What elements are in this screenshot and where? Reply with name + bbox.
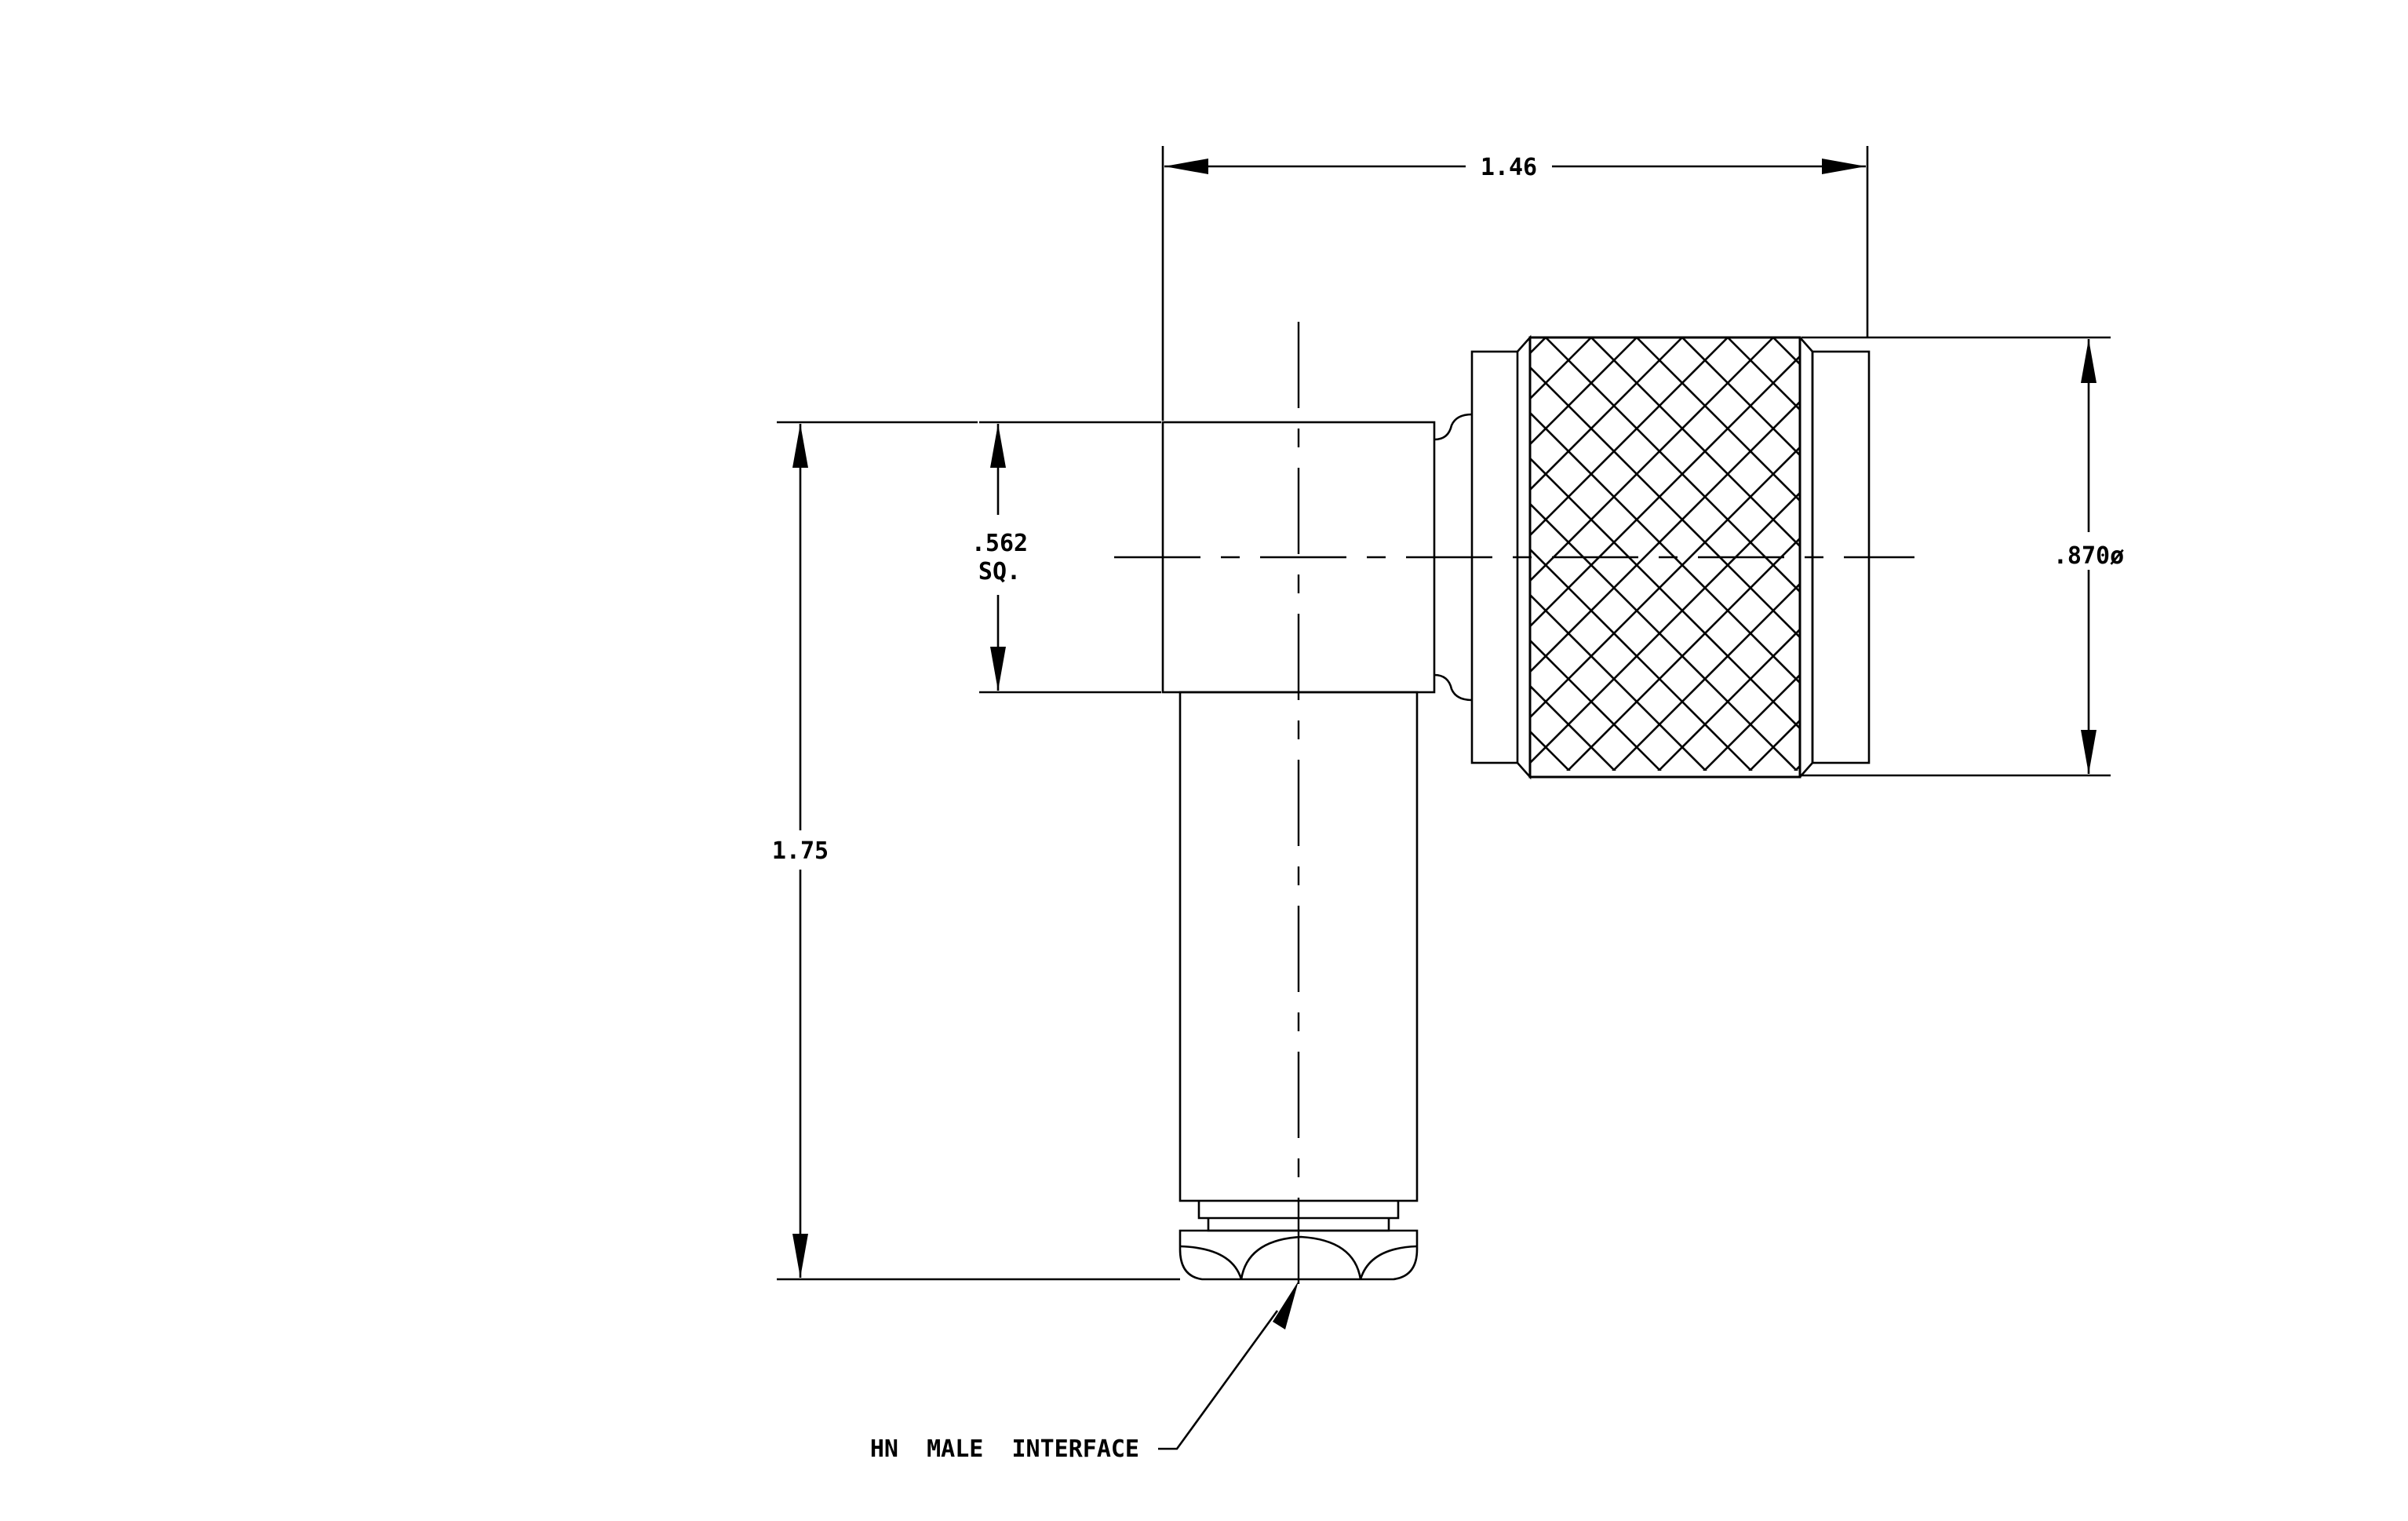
- knurl-line: [1530, 684, 1616, 771]
- arrowhead: [1822, 159, 1866, 174]
- dim-label-knurl-diameter: .870ø: [2053, 542, 2124, 570]
- knurl-line: [1590, 337, 1800, 548]
- arrowhead: [2081, 339, 2097, 383]
- interface-callout: HN MALE INTERFACE: [870, 1281, 1299, 1463]
- dim-label-square-suffix: SQ.: [978, 558, 1021, 585]
- arrowhead: [792, 424, 808, 468]
- connector-body: [651, 334, 2408, 1281]
- arrowhead: [1164, 159, 1208, 174]
- dim-square-size: .562 SQ.: [971, 421, 1161, 694]
- arrowhead: [990, 424, 1006, 468]
- knurl-line: [1530, 337, 1729, 537]
- dim-label-overall-height: 1.75: [772, 837, 829, 865]
- knurl-line: [1530, 639, 1662, 771]
- callout-interface-label: HN MALE INTERFACE: [870, 1435, 1139, 1463]
- knurl-line: [1681, 337, 1800, 457]
- knurl-line: [697, 337, 1136, 777]
- knurl-line: [1612, 582, 1800, 771]
- knurl-line: [879, 337, 1318, 777]
- dim-overall-height: 1.75: [772, 421, 1180, 1281]
- knurl-line: [1530, 400, 1800, 673]
- dim-knurl-diameter: .870ø: [1801, 336, 2124, 777]
- knurl-line: [2137, 337, 2408, 777]
- neck-fillets: [1434, 413, 1473, 702]
- arrowhead: [2081, 730, 2097, 774]
- knurl-line: [833, 337, 1273, 777]
- knurl-line: [1530, 548, 1753, 771]
- knurl-line: [1530, 337, 1683, 491]
- knurl-line: [1772, 337, 1800, 366]
- dim-label-overall-width: 1.46: [1481, 154, 1537, 181]
- interface-nut: [1178, 1229, 1419, 1281]
- center-lines: [1114, 322, 1914, 1287]
- knurl-line: [1530, 593, 1707, 771]
- leader-arrowhead: [1273, 1281, 1299, 1330]
- knurl-line: [1657, 628, 1800, 771]
- arrowhead: [792, 1234, 808, 1278]
- arrowhead: [990, 647, 1006, 691]
- knurl-line: [1530, 337, 1638, 446]
- knurl-line: [2092, 337, 2408, 777]
- knurl-line: [1703, 673, 1800, 771]
- knurl-line: [651, 337, 1091, 777]
- knurl-line: [1636, 337, 1800, 502]
- knurl-line: [2228, 337, 2408, 777]
- knurl-line: [1530, 730, 1571, 771]
- knurl-line: [1530, 446, 1800, 719]
- dim-overall-width: 1.46: [1161, 146, 1869, 421]
- knurl-line: [1910, 337, 2349, 777]
- knurl-line: [1955, 337, 2395, 777]
- dim-label-square-value: .562: [971, 530, 1028, 557]
- leader-line: [1158, 1310, 1279, 1450]
- nut-scallops: [1179, 1235, 1418, 1280]
- knurl-line: [2183, 337, 2408, 777]
